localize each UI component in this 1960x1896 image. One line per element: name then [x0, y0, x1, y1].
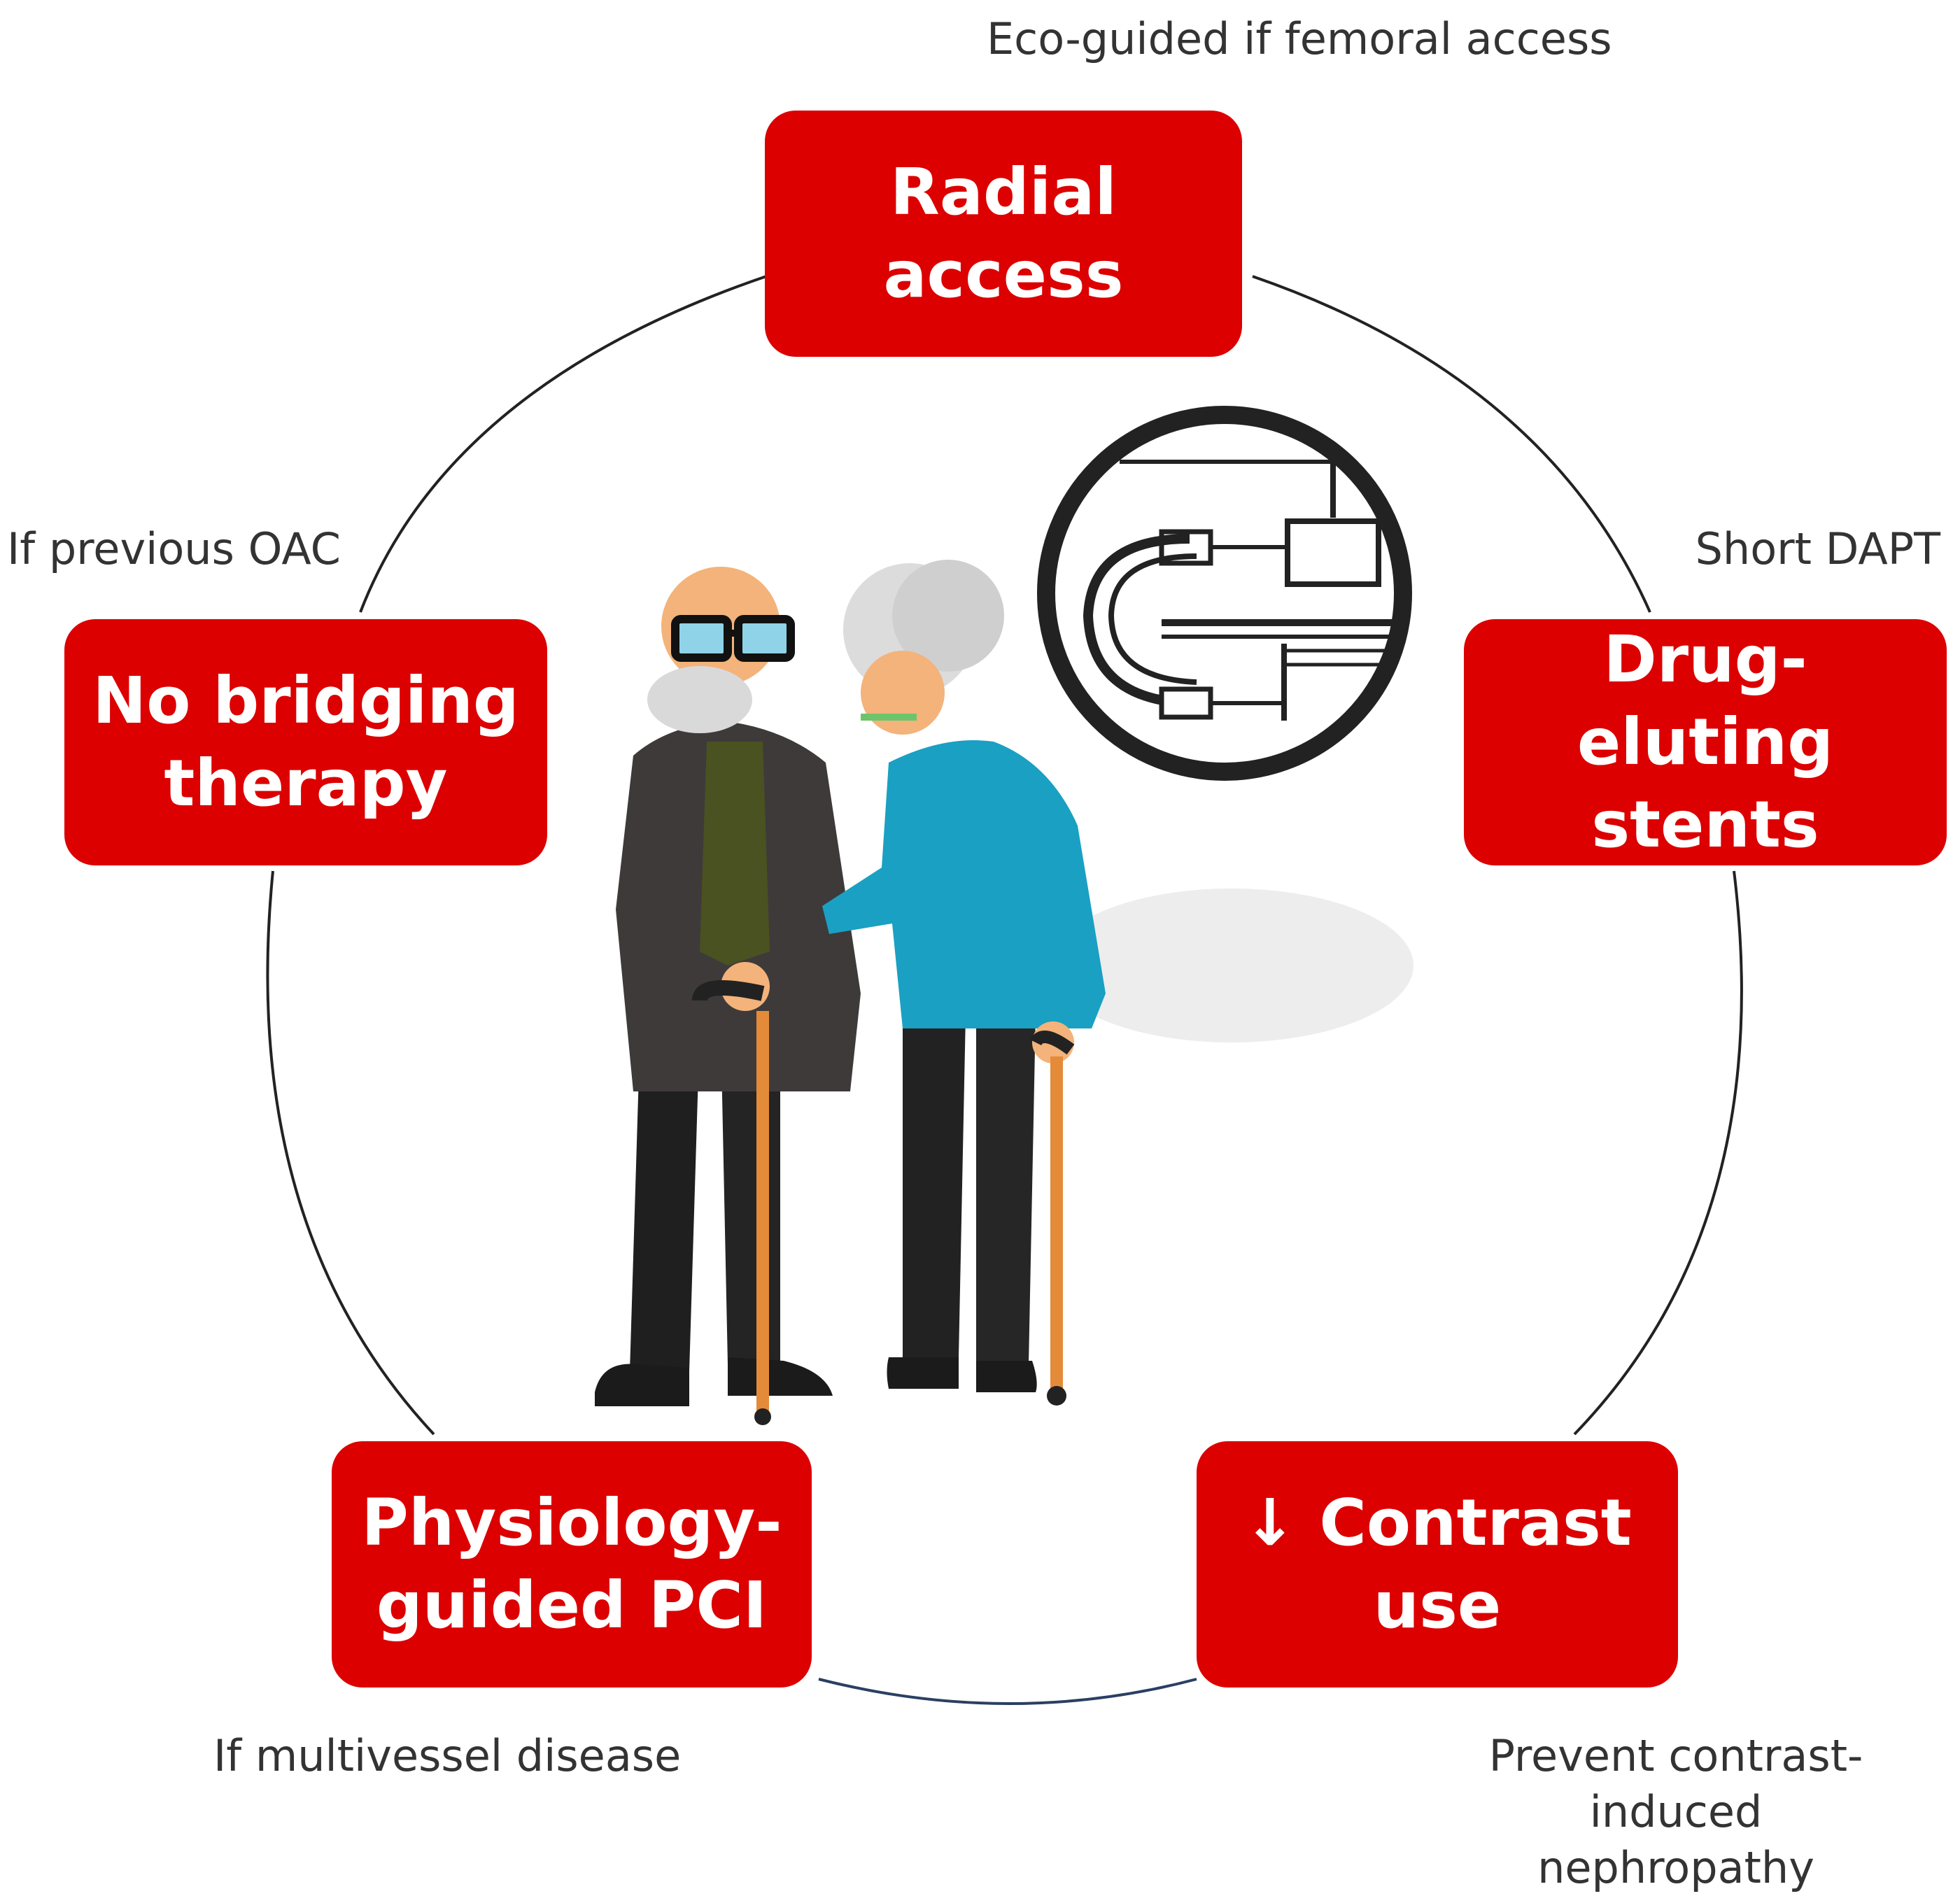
node-des-label-line-2: stents — [1591, 787, 1819, 862]
node-no-bridging-therapy: No bridging therapy — [64, 619, 547, 865]
connector-ring — [266, 275, 1743, 1705]
node-bridging-label-line-1: No bridging — [92, 663, 519, 738]
node-physiology-label-line-1: Physiology- — [361, 1485, 782, 1560]
node-drug-eluting-stents: Drug-eluting stents — [1464, 619, 1947, 865]
note-contrast-use: Prevent contrast-induced nephropathy — [1406, 1728, 1945, 1896]
node-des-label-line-1: Drug-eluting — [1577, 622, 1834, 779]
node-bridging-label-line-2: therapy — [164, 746, 448, 821]
shadow-blob — [1050, 889, 1413, 1042]
node-contrast-use: ↓ Contrast use — [1197, 1441, 1678, 1688]
note-radial-access: Eco-guided if femoral access — [987, 13, 1612, 64]
elderly-couple-with-canes-illustration — [595, 560, 1106, 1425]
connector-arc-radial-bridging — [359, 275, 767, 613]
node-radial-access: Radial access — [765, 111, 1242, 357]
node-physiology-guided-pci: Physiology- guided PCI — [332, 1441, 812, 1688]
connector-arc-physiology-contrast — [818, 1678, 1197, 1705]
node-radial-access-label: Radial access — [883, 155, 1124, 312]
note-drug-eluting-stents: Short DAPT — [1695, 523, 1940, 574]
note-physiology-guided-pci: If multivessel disease — [213, 1730, 682, 1781]
note-contrast-line-1: Prevent contrast-induced — [1488, 1730, 1863, 1837]
note-no-bridging-therapy: If previous OAC — [7, 523, 341, 574]
node-physiology-label-line-2: guided PCI — [376, 1568, 768, 1643]
connector-arc-radial-des — [1252, 275, 1651, 613]
connector-arc-bridging-physiology — [266, 870, 435, 1436]
catheter-guidewire-icon — [1037, 406, 1412, 781]
connector-arc-des-contrast — [1573, 870, 1743, 1436]
diagram-canvas: Radial access Drug-eluting stents ↓ Cont… — [7, 13, 1947, 1893]
note-contrast-line-2: nephropathy — [1537, 1842, 1814, 1893]
node-contrast-label-line-1: ↓ Contrast — [1243, 1485, 1632, 1560]
node-contrast-label-line-2: use — [1373, 1568, 1502, 1643]
